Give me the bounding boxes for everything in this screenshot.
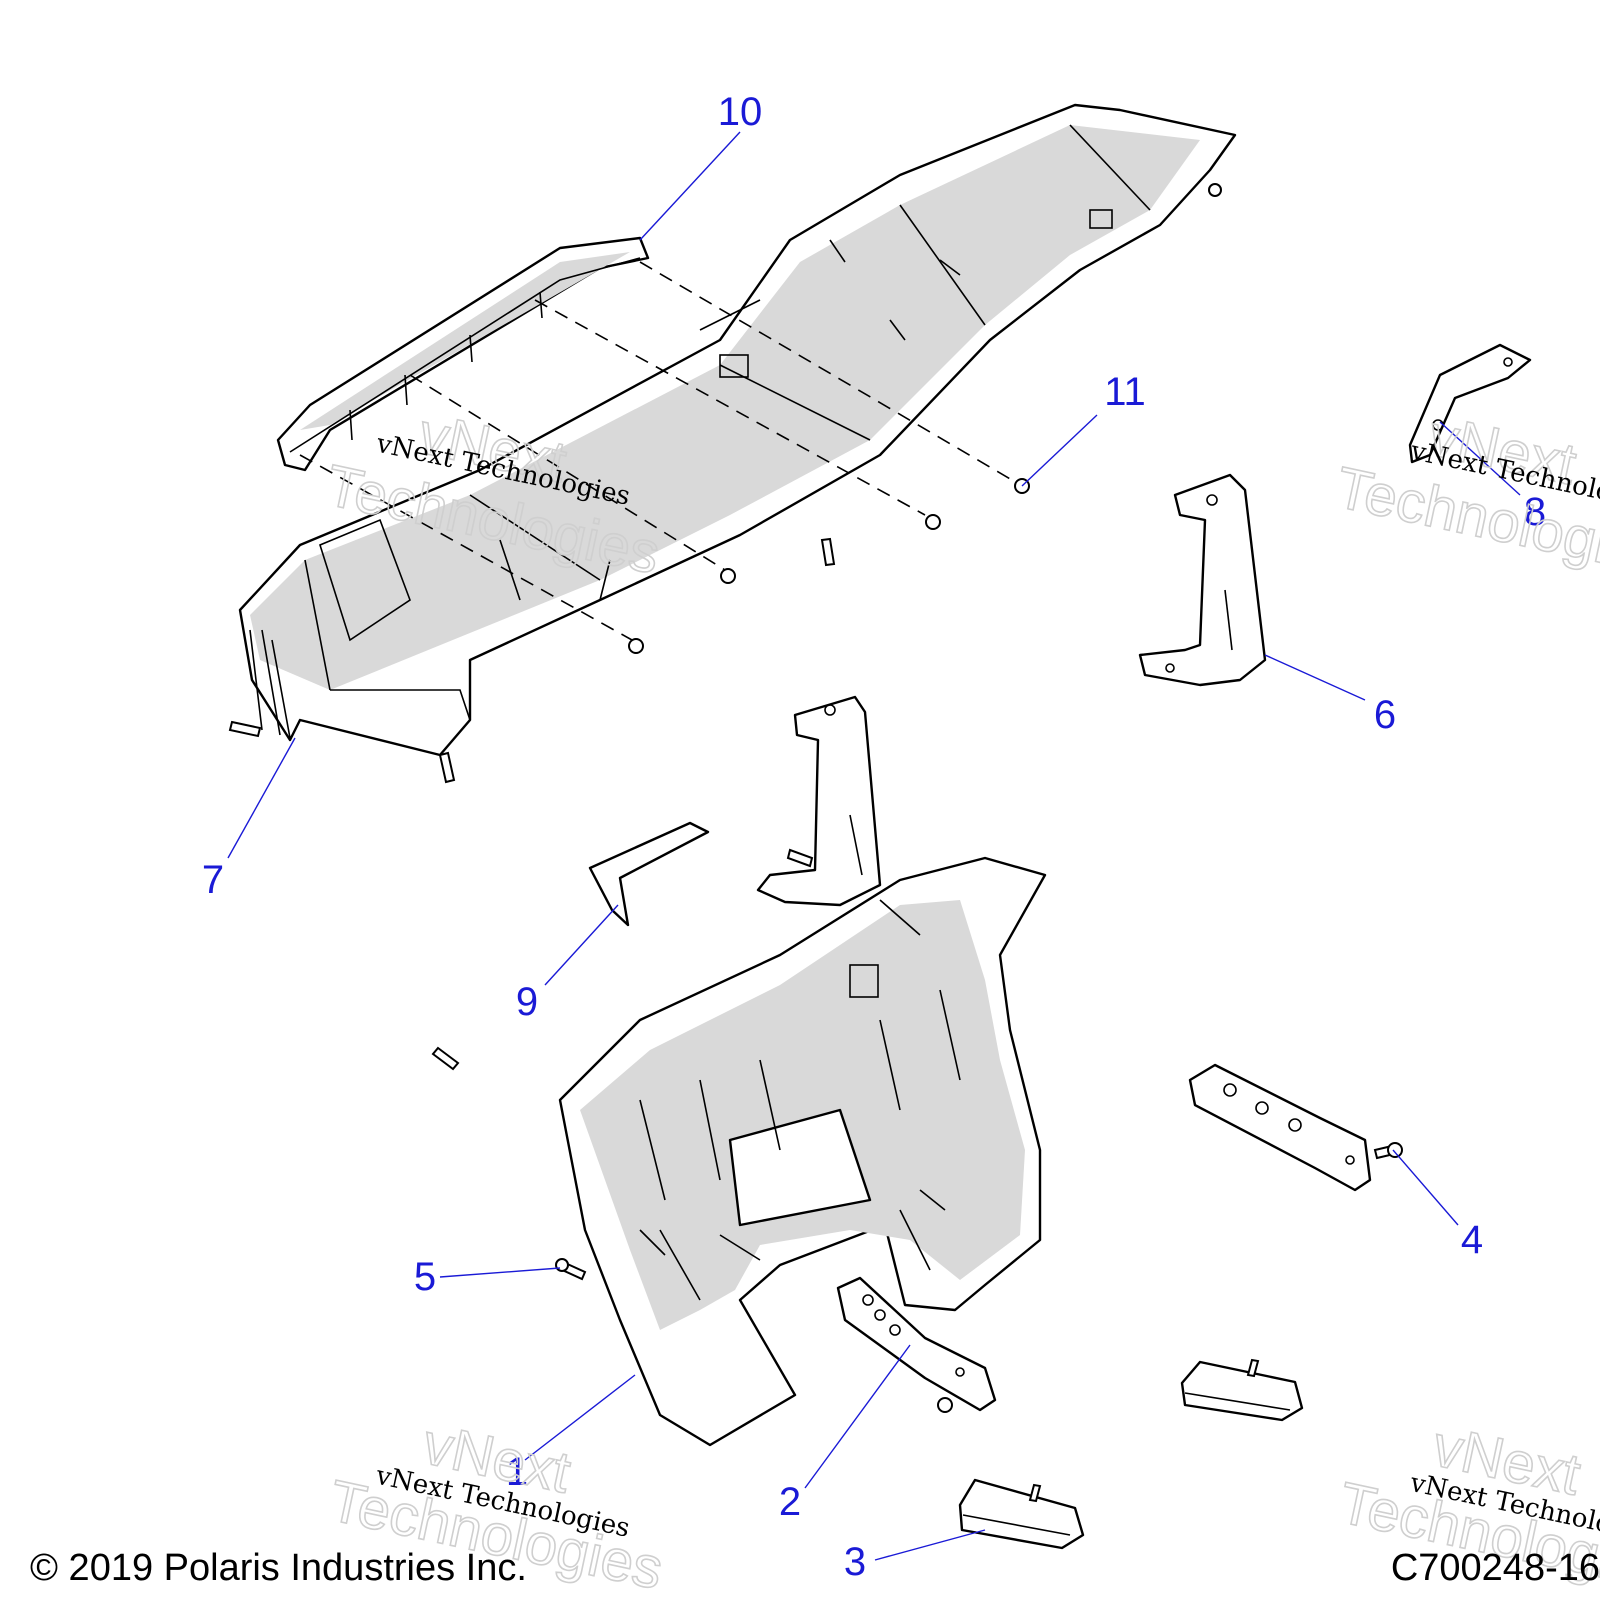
- part-6-bracket[interactable]: [1138, 473, 1267, 687]
- callout-7: 7: [202, 858, 224, 902]
- callout-4: 4: [1461, 1218, 1483, 1262]
- clip-right[interactable]: [1180, 1358, 1304, 1422]
- callout-1: 1: [506, 1450, 528, 1494]
- leader-4: [1392, 1149, 1459, 1226]
- callout-labels: 10 11 8 6 7 9 4 5 1 2 3: [202, 90, 1546, 1584]
- screws-upper[interactable]: [228, 183, 1222, 784]
- leader-9: [544, 904, 619, 986]
- callout-3: 3: [844, 1540, 866, 1584]
- part-3-clip[interactable]: [958, 1478, 1085, 1550]
- leader-3: [874, 1529, 986, 1561]
- callout-2: 2: [779, 1480, 801, 1524]
- center-tall-bracket[interactable]: [756, 695, 882, 907]
- drawing-number: C700248-16: [1390, 1547, 1600, 1589]
- callout-5: 5: [414, 1255, 436, 1299]
- leader-2: [804, 1344, 911, 1489]
- part-9-bracket[interactable]: [588, 821, 710, 927]
- callout-11: 11: [1104, 370, 1146, 414]
- leader-1: [524, 1374, 636, 1461]
- leader-10: [639, 131, 741, 241]
- screw-left[interactable]: [431, 1046, 460, 1071]
- leader-11: [1021, 414, 1098, 487]
- leader-7: [227, 737, 296, 859]
- part-5-screw[interactable]: [555, 1258, 587, 1281]
- callout-10: 10: [718, 90, 763, 134]
- part-10-upper-rail[interactable]: [276, 236, 650, 472]
- watermark-lower-right: vNext Technologies vNext Technologies: [1333, 1413, 1600, 1600]
- leader-5: [439, 1267, 561, 1278]
- part-4-bracket[interactable]: [1188, 1063, 1403, 1192]
- leader-8: [1439, 421, 1521, 496]
- copyright-notice: © 2019 Polaris Industries Inc.: [30, 1547, 527, 1589]
- leader-lines: [227, 131, 1521, 1561]
- callout-8: 8: [1524, 490, 1546, 534]
- callout-6: 6: [1374, 693, 1396, 737]
- watermark-upper-right: vNext Technologies vNext Technologies: [1330, 402, 1600, 589]
- part-2-bracket[interactable]: [836, 1276, 997, 1413]
- callout-9: 9: [516, 980, 538, 1024]
- part-7-bumper-body[interactable]: [238, 103, 1237, 757]
- leader-6: [1264, 654, 1366, 701]
- watermark-lower-left: vNext Technologies vNext Technologies: [323, 1410, 669, 1600]
- assembly-lines: [299, 261, 1013, 641]
- part-1-lower-bumper[interactable]: [558, 856, 1047, 1447]
